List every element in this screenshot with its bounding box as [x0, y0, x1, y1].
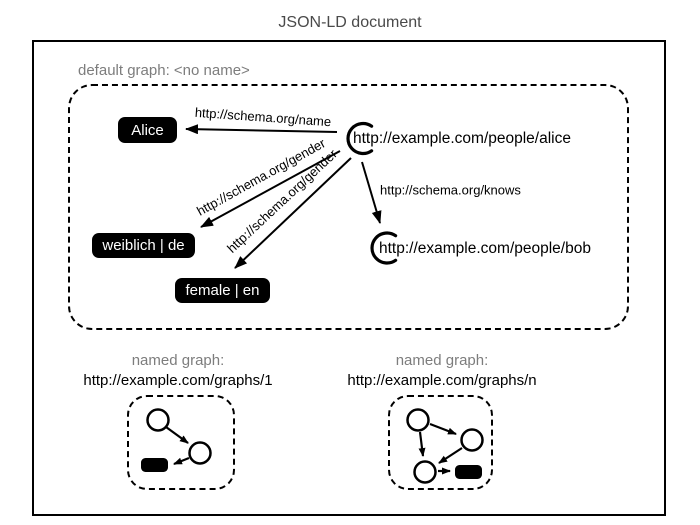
named-graph-1-iri: http://example.com/graphs/1 — [83, 372, 273, 389]
named-graph-n-caption: named graph: http://example.com/graphs/n — [347, 351, 536, 391]
literal-node-weiblich-de: weiblich | de — [92, 233, 195, 258]
iri-node-alice-label: http://example.com/people/alice — [353, 130, 571, 147]
literal-node-female-en: female | en — [175, 278, 270, 303]
named-graph-n-box — [388, 395, 493, 490]
default-graph-box — [68, 84, 629, 330]
named-graph-1-caption-line: named graph: — [131, 352, 225, 369]
iri-node-bob-label: http://example.com/people/bob — [379, 240, 591, 257]
literal-node-alice: Alice — [118, 117, 177, 143]
named-graph-n-caption-line: named graph: — [395, 352, 489, 369]
default-graph-label: default graph: <no name> — [78, 62, 250, 79]
literal-node-weiblich-de-label: weiblich | de — [102, 237, 185, 254]
named-graph-1-box — [127, 395, 235, 490]
literal-node-alice-label: Alice — [131, 121, 164, 139]
named-graph-n-iri: http://example.com/graphs/n — [347, 372, 537, 389]
named-graph-1-caption: named graph: http://example.com/graphs/1 — [83, 351, 272, 391]
edge-label-knows: http://schema.org/knows — [380, 182, 521, 198]
literal-node-female-en-label: female | en — [185, 282, 260, 299]
figure-title: JSON-LD document — [278, 14, 422, 31]
